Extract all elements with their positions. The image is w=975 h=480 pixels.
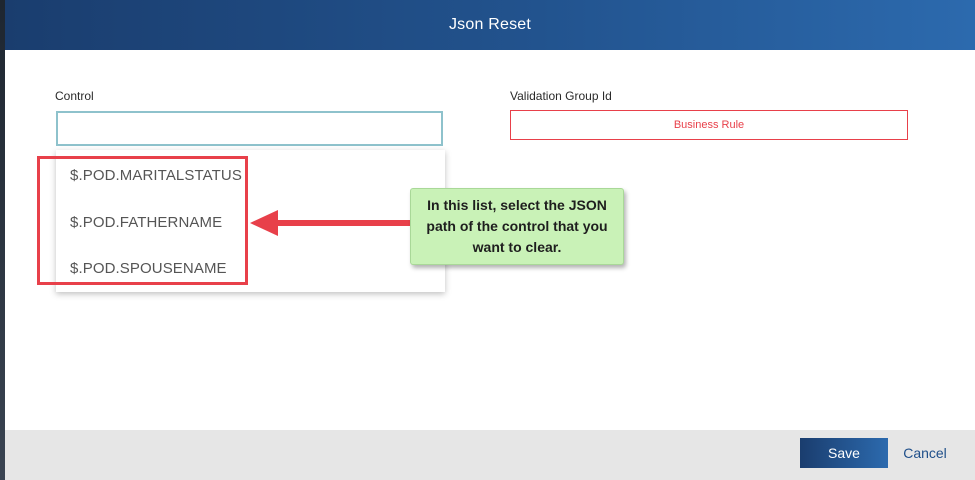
validation-group-value: Business Rule xyxy=(673,119,745,131)
save-button[interactable]: Save xyxy=(800,438,888,468)
control-dropdown: $.POD.MARITALSTATUS $.POD.FATHERNAME $.P… xyxy=(56,150,445,292)
dialog-header: Json Reset xyxy=(5,0,975,50)
annotation-arrow xyxy=(250,210,410,236)
json-reset-dialog: Json Reset Control $.POD.MARITALSTATUS $… xyxy=(5,0,975,480)
modal-backdrop xyxy=(0,0,5,480)
annotation-callout: In this list, select the JSON path of th… xyxy=(410,188,624,265)
cancel-button[interactable]: Cancel xyxy=(903,445,947,461)
control-label: Control xyxy=(55,89,94,103)
control-input[interactable] xyxy=(56,111,443,146)
dropdown-item-maritalstatus[interactable]: $.POD.MARITALSTATUS xyxy=(70,167,242,184)
dropdown-item-fathername[interactable]: $.POD.FATHERNAME xyxy=(70,214,223,231)
dialog-title: Json Reset xyxy=(448,16,532,33)
validation-group-label: Validation Group Id xyxy=(510,89,612,103)
dropdown-item-spousename[interactable]: $.POD.SPOUSENAME xyxy=(70,260,227,277)
validation-group-field[interactable]: Business Rule xyxy=(510,110,908,140)
